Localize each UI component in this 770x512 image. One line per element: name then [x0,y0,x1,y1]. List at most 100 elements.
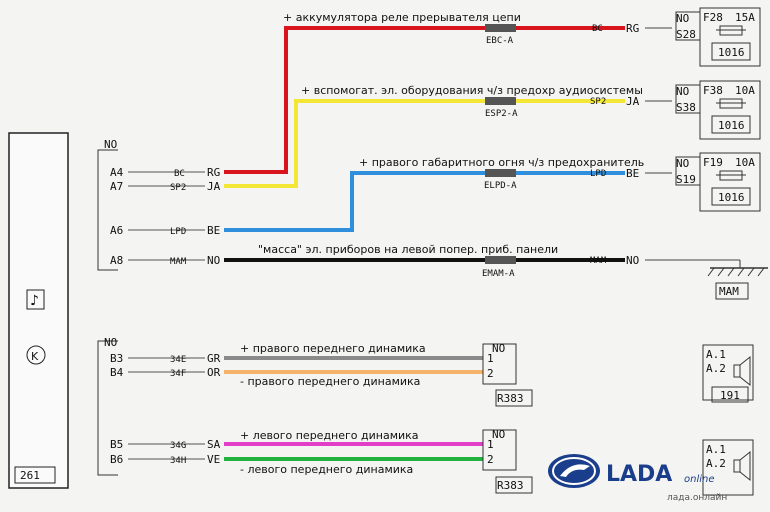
fuse1-no: NO [676,12,689,25]
connector-bottom-bracket [97,340,118,476]
pin-a8: A8 [110,254,123,267]
spk-conn1-pin2: 2 [487,367,494,380]
spk-conn1-no: NO [492,342,505,355]
spk1-a1: A.1 [706,348,726,361]
pin-b4: B4 [110,366,124,379]
wire-red [224,26,625,174]
label-yellow: + вспомогат. эл. оборудования ч/з предох… [301,84,643,97]
label-pink: + левого переднего динамика [240,429,419,442]
circle-k-letter: K [31,350,39,363]
spk1-a2: A.2 [706,362,726,375]
color-be-right: BE [626,167,639,180]
wire-blue [224,171,625,232]
pin-b5: B5 [110,438,123,451]
color-no-right: NO [626,254,639,267]
label-grey: + правого переднего динамика [240,342,426,355]
logo-suffix: online [684,474,715,485]
wire-lpd-right: LPD [590,169,606,179]
color-sa: SA [207,438,221,451]
fuse1-id: F28 [703,11,723,24]
color-rg-left: RG [207,166,220,179]
pin-a7: A7 [110,180,123,193]
speaker-icon [733,364,741,378]
fuse2-block: 1016 [718,119,745,132]
spk-conn2-pin1: 1 [487,438,494,451]
color-rg-right: RG [626,22,639,35]
splice-blue [485,169,516,177]
wire-sp2-right: SP2 [590,97,606,107]
wire-sp2-left: SP2 [170,183,186,193]
color-be-left: BE [207,224,220,237]
fuse-block-2: NO S38 F38 10A 1016 [675,80,761,140]
fuse3-block: 1016 [718,191,745,204]
circle-k-icon [26,345,46,365]
splice-black-label: EMAM-A [482,269,515,279]
lada-boat-icon [548,454,600,488]
pin-b6: B6 [110,453,123,466]
fuse2-id: F38 [703,84,723,97]
splice-blue-label: ELPD-A [484,181,517,191]
logo-brand: LADA [606,462,672,487]
fuse2-slot: S38 [676,101,696,114]
spk2-a1: A.1 [706,443,726,456]
fuse2-amps: 10A [735,84,755,97]
label-green: - левого переднего динамика [240,463,413,476]
fuse3-no: NO [676,157,689,170]
wire-mam-left: MAM [170,257,187,267]
fuse2-no: NO [676,85,689,98]
wire-mam-right: MAM [590,256,607,266]
splice-black [485,256,516,264]
music-note-glyph: ♪ [30,293,39,309]
color-no-left: NO [207,254,220,267]
spk1-ref: 191 [720,389,740,402]
wire-bc-left: BC [174,169,185,179]
logo-url: лада.онлайн [667,493,727,503]
fuse1-slot: S28 [676,28,696,41]
radio-unit [8,132,69,489]
color-gr: GR [207,352,221,365]
connector-top-bracket [97,149,118,271]
wire-lpd-left: LPD [170,227,186,237]
unit-code-box [14,466,56,484]
fuse1-amps: 15A [735,11,755,24]
spk-conn2-no: NO [492,428,505,441]
color-ja-left: JA [207,180,221,193]
spk-conn2-pin2: 2 [487,453,494,466]
fuse3-slot: S19 [676,173,696,186]
spk-conn1-pin1: 1 [487,352,494,365]
color-ve: VE [207,453,220,466]
wire-34h: 34H [170,456,186,466]
wire-34f: 34F [170,369,186,379]
wire-yellow [224,99,625,188]
spk-conn2-ref: R383 [497,479,524,492]
fuse3-amps: 10A [735,156,755,169]
pin-a6: A6 [110,224,123,237]
lada-logo [548,454,600,488]
label-orange: - правого переднего динамика [240,375,420,388]
wire-34e: 34E [170,355,186,365]
connector-bottom-no: NO [104,336,117,349]
fuse-block-3: NO S19 F19 10A 1016 [675,152,761,212]
fuse1-block: 1016 [718,46,745,59]
wire-34g: 34G [170,441,186,451]
label-blue: + правого габаритного огня ч/з предохран… [359,156,644,169]
unit-code: 261 [20,469,40,482]
pin-a4: A4 [110,166,124,179]
wire-bc-right: BC [592,24,603,34]
speaker-icon [733,459,741,473]
ground-label: MAM [719,285,739,298]
label-black: "масса" эл. приборов на левой попер. при… [258,243,558,256]
splice-red-label: EBC-A [486,36,514,46]
speaker-connector-left [482,429,533,494]
splice-yellow [485,97,516,105]
speaker-left [702,439,754,496]
label-red: + аккумулятора реле прерывателя цепи [283,11,521,24]
speaker-right [702,344,754,403]
color-or: OR [207,366,221,379]
color-ja-right: JA [626,95,640,108]
spk2-a2: A.2 [706,457,726,470]
music-note-icon [26,289,45,310]
splice-red [485,24,516,32]
